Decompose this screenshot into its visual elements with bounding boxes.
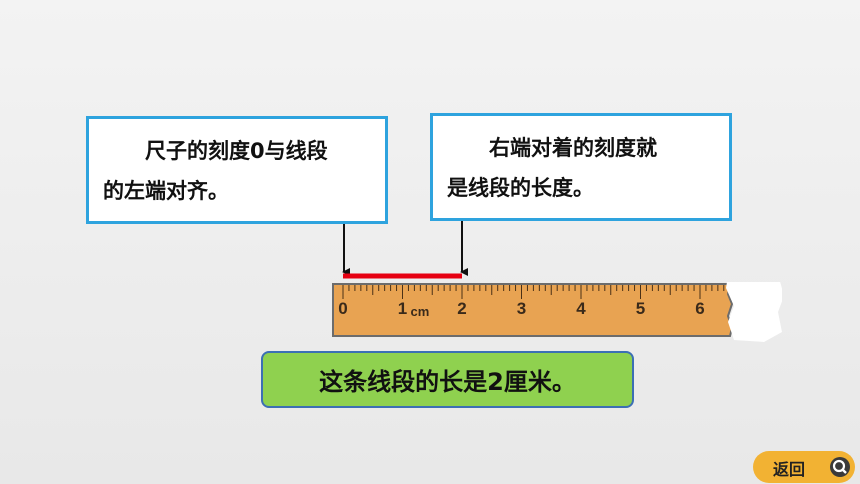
ruler-label-2: 2	[457, 299, 466, 318]
answer-text: 这条线段的长是2厘米。	[319, 368, 576, 396]
answer-box: 这条线段的长是2厘米。	[261, 351, 634, 408]
torn-paper	[726, 282, 782, 342]
ruler-ticks	[342, 285, 725, 299]
callout-left-line1: 尺子的刻度0与线段	[145, 139, 328, 163]
callout-right: 右端对着的刻度就 是线段的长度。	[430, 113, 732, 221]
ruler-label-3: 3	[517, 299, 526, 318]
search-icon	[830, 457, 850, 477]
back-button-label: 返回	[773, 462, 806, 479]
ruler-label-1: 1	[398, 299, 407, 318]
ruler: 0 1 2 3 4 5 6 cm	[332, 282, 782, 342]
callout-left-line2: 的左端对齐。	[103, 179, 229, 203]
ruler-body	[332, 283, 734, 337]
ruler-label-4: 4	[576, 299, 586, 318]
callout-left: 尺子的刻度0与线段 的左端对齐。	[86, 116, 388, 224]
back-button[interactable]: 返回	[753, 451, 855, 483]
ruler-labels: 0 1 2 3 4 5 6 cm	[338, 299, 704, 319]
ruler-label-6: 6	[695, 299, 704, 318]
ruler-label-0: 0	[338, 299, 347, 318]
ruler-label-5: 5	[636, 299, 645, 318]
callout-right-line2: 是线段的长度。	[447, 176, 594, 200]
callout-right-line1: 右端对着的刻度就	[489, 136, 657, 160]
ruler-unit-label: cm	[411, 304, 430, 319]
